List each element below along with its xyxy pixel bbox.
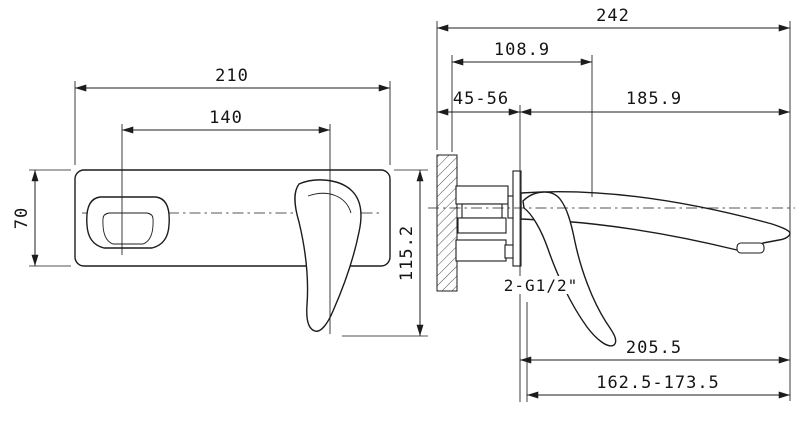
dim-label-in-wall-depth: 108.9 xyxy=(494,40,550,60)
dim-label-spout-reach: 185.9 xyxy=(626,89,682,109)
dim-label-wall-thickness: 45-56 xyxy=(453,89,509,109)
aerator-tip xyxy=(736,242,765,254)
front-view xyxy=(74,169,391,332)
valve-body-upper xyxy=(455,185,509,205)
handle-front-outline xyxy=(294,179,362,332)
thread-label-backing xyxy=(502,276,582,294)
front-dimensions: 210 140 70 115.2 xyxy=(12,66,428,337)
wall-section-hatch xyxy=(436,154,458,292)
dim-label-plate-height: 70 xyxy=(12,207,32,229)
dim-label-overall-height: 115.2 xyxy=(397,225,417,281)
dim-label-projection-range: 162.5-173.5 xyxy=(596,373,720,393)
valve-cartridge xyxy=(461,203,503,219)
dim-label-overall-depth: 242 xyxy=(596,6,630,26)
side-dimensions: 242 108.9 45-56 185.9 2-G1/2" 205.5 162.… xyxy=(436,6,791,402)
thread-label: 2-G1/2" xyxy=(504,276,578,295)
side-view xyxy=(428,154,795,347)
spout-side-profile xyxy=(520,191,791,253)
spout-front-outline xyxy=(86,196,170,249)
dim-label-plate-width: 210 xyxy=(215,66,249,86)
handle-side-profile xyxy=(522,191,617,347)
valve-inlet-lower xyxy=(455,239,507,262)
valve-body-middle xyxy=(457,217,507,234)
dim-label-centers-spacing: 140 xyxy=(209,108,243,128)
dim-label-spout-length: 205.5 xyxy=(626,338,682,358)
handle-front-detail-line xyxy=(307,192,352,214)
spout-front-mouth xyxy=(102,212,154,245)
